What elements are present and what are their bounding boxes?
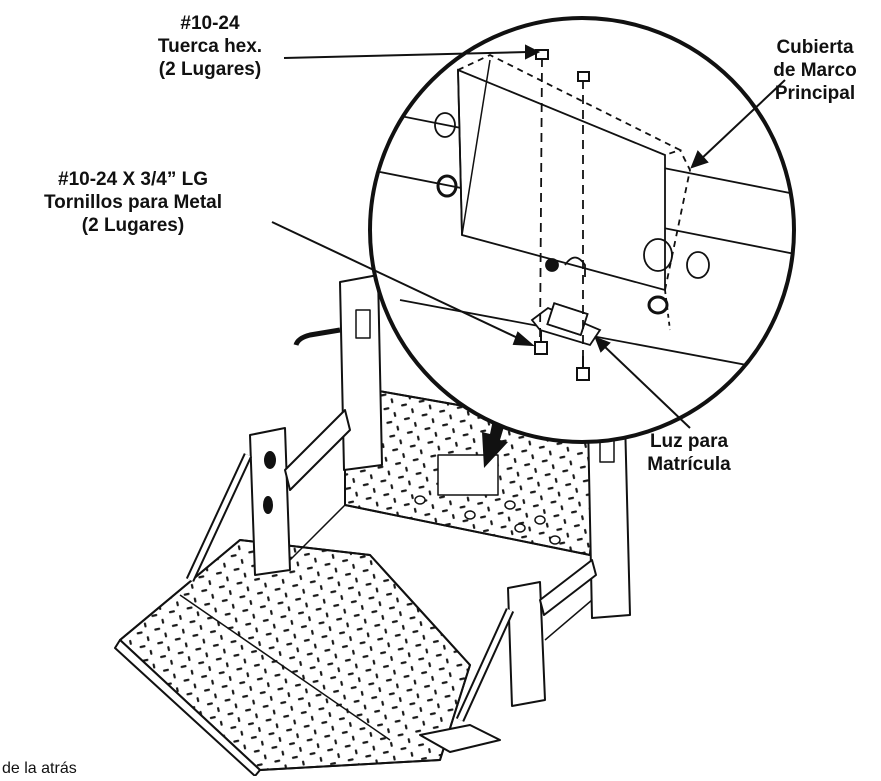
hex-nuts [535, 49, 590, 82]
label-hex-nut: #10-24 Tuerca hex. (2 Lugares) [130, 12, 290, 81]
label-cover-line-2: de Marco [773, 60, 857, 81]
label-metal-screws: #10-24 X 3/4” LG Tornillos para Metal (2… [2, 168, 264, 237]
label-license-light: Luz para Matrícula [634, 430, 744, 476]
leader-nut [283, 51, 529, 59]
label-cover-line-3: Principal [774, 83, 856, 104]
label-hex-nut-line-2: Tuerca hex. [157, 36, 263, 57]
label-main-frame-cover: Cubierta de Marco Principal [753, 36, 877, 105]
platform [119, 539, 471, 771]
label-light-line-2: Matrícula [647, 454, 731, 475]
leader-screws [271, 221, 523, 341]
label-hex-nut-line-3: (2 Lugares) [158, 59, 262, 80]
label-metal-screws-line-3: (2 Lugares) [81, 215, 185, 236]
label-metal-screws-line-1: #10-24 X 3/4” LG [58, 169, 208, 190]
footer-fragment: de la atrás [2, 760, 77, 777]
liftgate [114, 274, 631, 777]
label-hex-nut-line-1: #10-24 [180, 13, 240, 34]
leader-light [603, 345, 691, 429]
label-light-line-1: Luz para [649, 431, 729, 452]
metal-screws [534, 330, 590, 381]
right-front-post [507, 581, 546, 707]
label-metal-screws-line-2: Tornillos para Metal [43, 192, 223, 213]
detail-circle [368, 16, 796, 444]
label-cover-line-1: Cubierta [776, 37, 854, 58]
left-post [339, 274, 383, 471]
leader-cover [699, 79, 786, 161]
